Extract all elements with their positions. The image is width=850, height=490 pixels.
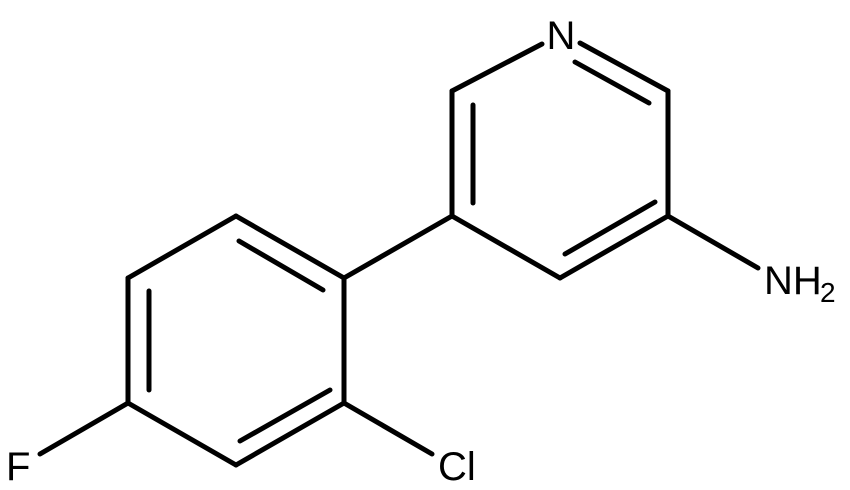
- atom-label-chlorine: Cl: [438, 445, 476, 489]
- benzene-ring: [125, 213, 347, 468]
- bond-c3-c4: [449, 213, 563, 281]
- bond-c6-n-inner: [572, 59, 652, 106]
- bond-c5-nh2: [665, 213, 761, 271]
- pyridine-ring: [449, 40, 671, 281]
- bond-b1-b2-inner: [236, 238, 326, 293]
- atom-label-nitrogen: N: [547, 14, 576, 58]
- bond-b1-b2: [233, 213, 347, 281]
- bond-c4-c5: [557, 213, 671, 281]
- bond-b5-b6: [233, 400, 347, 468]
- bond-biaryl: [341, 213, 455, 281]
- bond-b5-b6-inner: [237, 387, 333, 444]
- atom-label-fluorine: F: [6, 445, 30, 489]
- bond-c6-n: [577, 40, 671, 94]
- bond-b2-b3: [125, 213, 239, 281]
- bond-c4-c5-inner: [562, 199, 658, 257]
- atom-label-amine: NH: [764, 259, 822, 303]
- bond-n-c2: [449, 41, 545, 94]
- bond-b4-f: [37, 400, 131, 457]
- bond-b6-cl: [341, 400, 435, 457]
- bond-b4-b5: [125, 400, 239, 468]
- atom-label-amine-subscript: 2: [820, 277, 836, 308]
